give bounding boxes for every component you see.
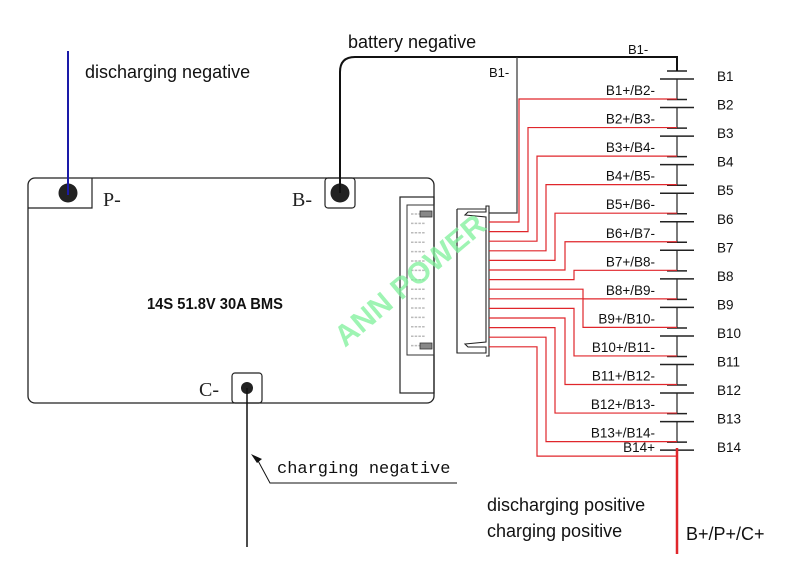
watermark: ANN POWER [328,208,492,353]
cell-label: B2 [717,98,734,113]
cell-label: B1 [717,69,734,84]
tap-label: B10+/B11- [592,340,655,355]
tap-label: B14+ [623,440,655,455]
tap-wire [489,307,677,357]
tap-label: B11+/B12- [592,369,655,384]
battery-cell: B13 [660,412,741,443]
cell-label: B13 [717,412,741,427]
tap-wire [489,336,677,443]
tap-label: B2+/B3- [606,112,655,127]
main-positive-label: B+/P+/C+ [686,524,765,544]
battery-cell: B2 [660,98,734,129]
battery-cell: B11 [660,355,740,386]
balance-tap: B4+/B5- [489,169,677,252]
tap-wire [489,298,677,328]
cell-label: B6 [717,212,734,227]
balance-tap: B7+/B8- [489,254,677,281]
battery-negative-label: battery negative [348,32,476,52]
tap-wire [489,184,677,252]
balance-tap: B5+/B6- [489,197,677,261]
battery-cell: B12 [660,383,741,414]
b1-minus-wire-label: B1- [489,65,509,80]
tap-label: B4+/B5- [606,169,655,184]
tap-wire [489,155,677,242]
tap-label: B13+/B14- [591,426,655,441]
battery-cell: B6 [660,212,734,243]
board-title: 14S 51.8V 30A BMS [147,296,283,313]
b-terminal-label: B- [292,189,312,211]
tap-label: B7+/B8- [606,254,655,269]
battery-negative-wire [339,56,678,193]
balance-tap: B12+/B13- [489,327,677,414]
battery-cell: B10 [660,326,741,357]
tap-wire [489,317,677,386]
balance-tap: B1+/B2- [489,83,677,223]
cell-label: B7 [717,240,734,255]
tap-wire [489,327,677,414]
battery-cell: B9 [660,297,734,328]
cell-label: B14 [717,440,742,455]
balance-tap: B2+/B3- [489,112,677,233]
balance-tap: B9+/B10- [489,298,677,328]
tap-label: B8+/B9- [606,283,655,298]
battery-cell: B4 [660,155,734,186]
tap-label: B9+/B10- [598,311,655,326]
battery-cell: B5 [660,183,734,214]
tap-label: B6+/B7- [606,226,655,241]
balance-tap: B11+/B12- [489,317,677,386]
tap-label: B5+/B6- [606,197,655,212]
balance-tap: B3+/B4- [489,140,677,242]
balance-tap: B8+/B9- [489,283,677,300]
tap-label: B3+/B4- [606,140,655,155]
discharging-positive-label: discharging positive [487,495,645,515]
tap-wire [489,126,677,233]
charging-negative-label: charging negative [277,460,450,479]
cell-label: B4 [717,155,734,170]
tap-wire [489,98,677,223]
tap-wire [489,288,677,300]
cell-label: B11 [717,355,740,370]
battery-cell: B1 [660,69,734,100]
tap-label: B12+/B13- [591,397,655,412]
tap-label: B1+/B2- [606,83,655,98]
balance-tap: B10+/B11- [489,307,677,357]
balance-tap: B13+/B14- [489,336,677,443]
p-terminal-box [28,178,93,209]
battery-cell: B8 [660,269,734,300]
discharging-negative-label: discharging negative [85,62,250,82]
balance-tap: B14+ [489,346,677,457]
cell-label: B3 [717,126,734,141]
cell-label: B10 [717,326,741,341]
balance-tap: B6+/B7- [489,226,677,271]
tap-wire [489,346,677,457]
c-terminal-label: C- [199,379,219,401]
charging-positive-label: charging positive [487,521,622,541]
battery-cell: B14 [660,440,742,455]
b1-minus-top-label: B1- [628,42,648,57]
arrow-icon [251,454,262,463]
tap-wire [489,241,677,271]
cell-label: B9 [717,297,734,312]
cell-label: B5 [717,183,734,198]
cable-connector [456,205,490,357]
p-terminal-label: P- [103,189,121,211]
charging-negative-leader [255,456,457,484]
tap-wire [489,212,677,261]
balance-taps: B1+/B2- B2+/B3- B3+/B4- B4+/B5- B5+/B6- B6+/B… [489,83,677,457]
b1-minus-sense-wire [489,57,518,214]
battery-cell: B3 [660,126,734,157]
tap-wire [489,269,677,281]
cell-label: B8 [717,269,734,284]
cell-label: B12 [717,383,741,398]
battery-cell: B7 [660,240,734,271]
